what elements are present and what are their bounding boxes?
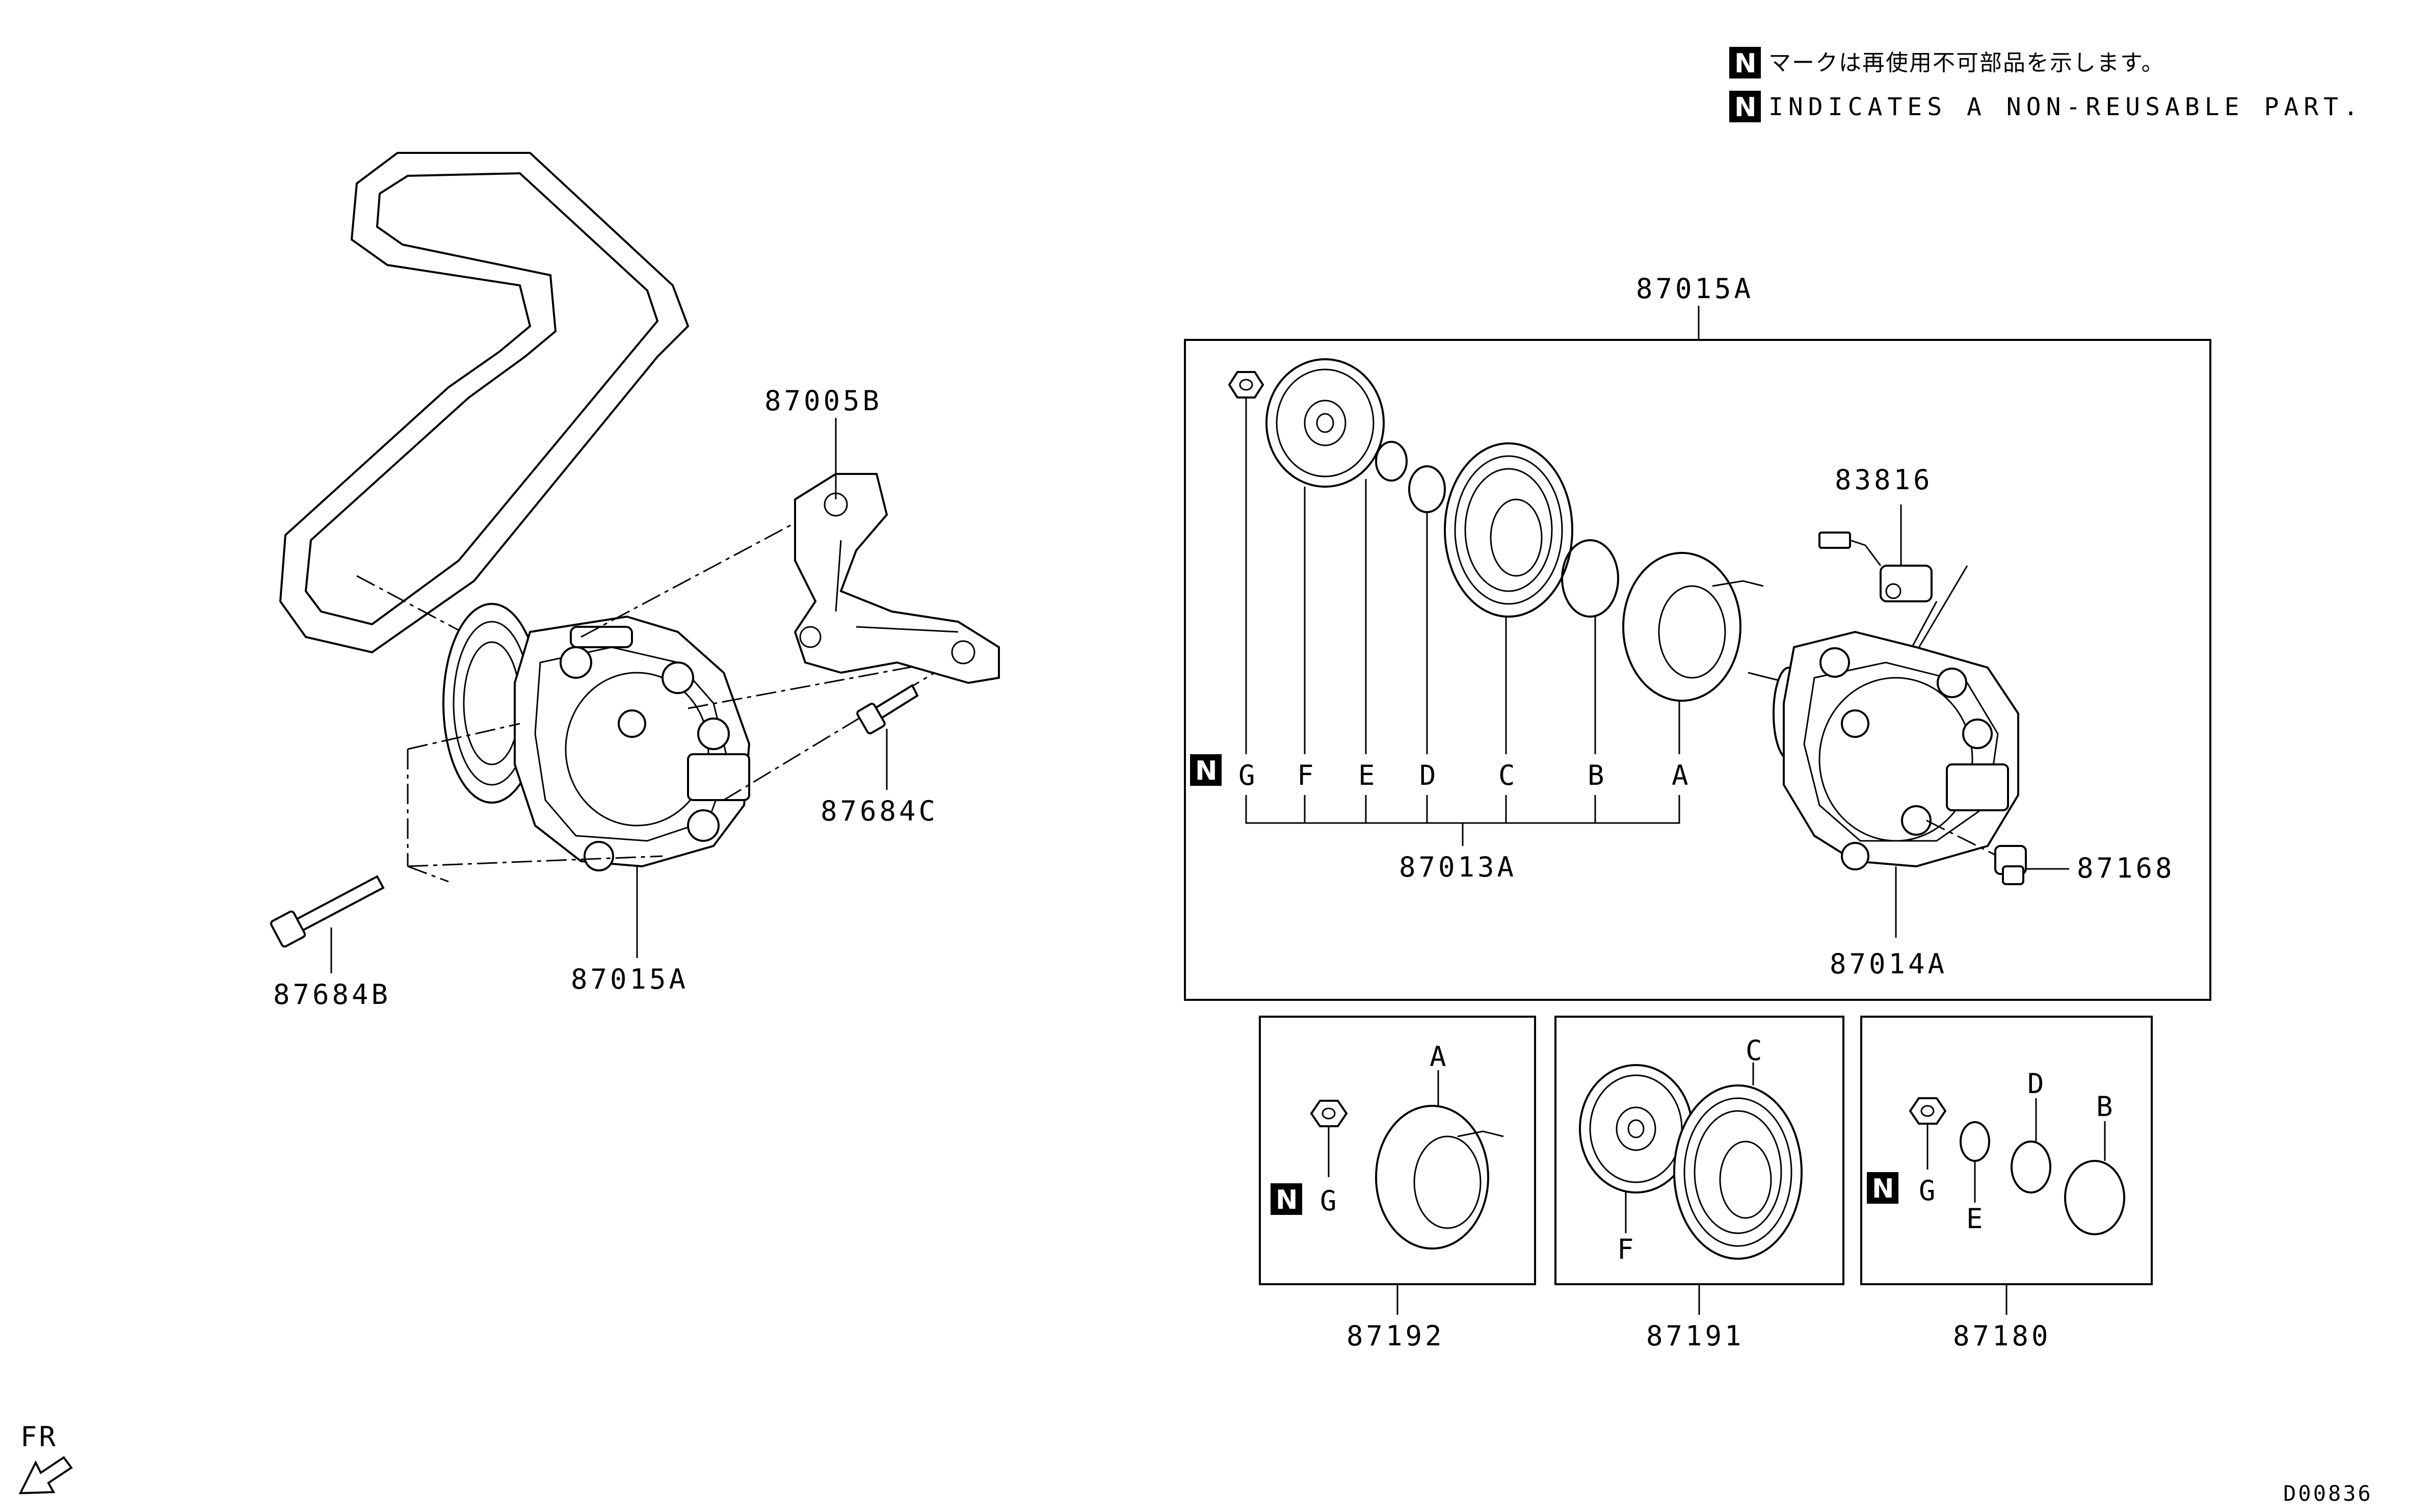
main-box-label: 87015A: [1636, 273, 1754, 305]
nut-g-87192: [1310, 1100, 1348, 1127]
kit-letter-e: E: [1358, 759, 1375, 791]
kit-mark: N: [1195, 756, 1218, 786]
sensor-label: 83816: [1835, 464, 1933, 496]
direction-indicator: FR: [18, 1421, 73, 1495]
sub-mark-box-87180: [1867, 1172, 1898, 1204]
body-label: 87014A: [1830, 948, 1947, 980]
sub-letter-e-87180: E: [1966, 1203, 1983, 1235]
main-box: 87015A: [1184, 273, 2211, 1001]
kit-letter-c: C: [1498, 759, 1515, 791]
shim-87180: [1960, 1121, 1990, 1162]
compressor-left: [442, 603, 751, 871]
pulley-c: [1444, 442, 1573, 618]
bolt-b-label: 87684B: [273, 978, 391, 1011]
bracket: [794, 473, 1000, 684]
direction-arrow-icon: [18, 1456, 73, 1495]
kit-mark-box: [1190, 754, 1222, 786]
sub-box-87191: F C 87191: [1554, 1016, 1844, 1352]
sub-letter-b-87180: B: [2096, 1091, 2113, 1123]
snap-ring-b-87180: [2064, 1160, 2125, 1235]
kit-letter-f: F: [1297, 759, 1314, 791]
drawing-id: D00836: [2283, 1481, 2373, 1506]
snap-ring-d: [1408, 465, 1446, 513]
sub-box-label-87191: 87191: [1646, 1320, 1745, 1352]
nut-g: [1228, 371, 1264, 399]
field-coil-a: [1622, 552, 1764, 702]
sub-letter-f-87191: F: [1617, 1233, 1634, 1265]
snap-ring-b: [1561, 539, 1619, 618]
bolt-c: [856, 684, 919, 734]
sub-letter-g-87180: G: [1919, 1175, 1936, 1207]
shim-e: [1375, 441, 1408, 482]
bolt-c-label: 87684C: [821, 795, 938, 827]
alignment-lines: [407, 514, 969, 883]
pressure-plate-f: [1265, 358, 1385, 488]
nut-g-87180: [1909, 1097, 1947, 1125]
bolt-b: [270, 875, 385, 948]
sensor: [1818, 532, 1933, 602]
direction-label: FR: [20, 1421, 58, 1453]
legend-jp-text: マークは再使用不可部品を示します。: [1768, 50, 2165, 76]
field-coil-87192: [1375, 1105, 1504, 1250]
compressor-left-label: 87015A: [571, 963, 689, 995]
plug-guide: [1926, 819, 1998, 857]
sub-letter-c-87191: C: [1746, 1034, 1762, 1067]
sub-box-87180: N G E D B 87180: [1860, 1016, 2153, 1352]
sub-letter-d-87180: D: [2027, 1068, 2044, 1100]
legend-mark-box-2: [1729, 91, 1761, 122]
sub-mark-box-87192: [1271, 1183, 1302, 1215]
sub-box-87192: N G A 87192: [1259, 1016, 1536, 1352]
kit-label: 87013A: [1399, 851, 1517, 883]
legend-en-text: INDICATES A NON-REUSABLE PART.: [1768, 93, 2363, 121]
sub-box-label-87180: 87180: [1953, 1320, 2051, 1352]
sub-mark-87180: N: [1872, 1174, 1894, 1204]
kit-letter-b: B: [1588, 759, 1604, 791]
drive-belt: [279, 152, 690, 654]
legend-mark-box-1: [1729, 47, 1761, 78]
plug: [1994, 845, 2027, 885]
bracket-label: 87005B: [764, 385, 882, 417]
sub-box-label-87192: 87192: [1346, 1320, 1445, 1352]
plug-label: 87168: [2077, 852, 2175, 884]
snap-ring-d-87180: [2011, 1140, 2051, 1193]
compressor-body: [1748, 630, 2019, 870]
legend-mark-2: N: [1734, 92, 1757, 123]
legend-mark-1: N: [1734, 48, 1757, 79]
pulley-87191: [1673, 1084, 1803, 1260]
kit-letter-a: A: [1672, 759, 1688, 791]
kit-leaders: [1245, 397, 1680, 846]
sub-letter-a-87192: A: [1430, 1041, 1446, 1073]
sub-letter-g-87192: G: [1320, 1185, 1337, 1217]
kit-letter-d: D: [1419, 759, 1436, 791]
kit-letter-g: G: [1238, 759, 1255, 791]
sub-mark-87192: N: [1276, 1185, 1298, 1215]
legend: N マークは再使用不可部品を示します。 N INDICATES A NON-RE…: [1729, 47, 2363, 123]
